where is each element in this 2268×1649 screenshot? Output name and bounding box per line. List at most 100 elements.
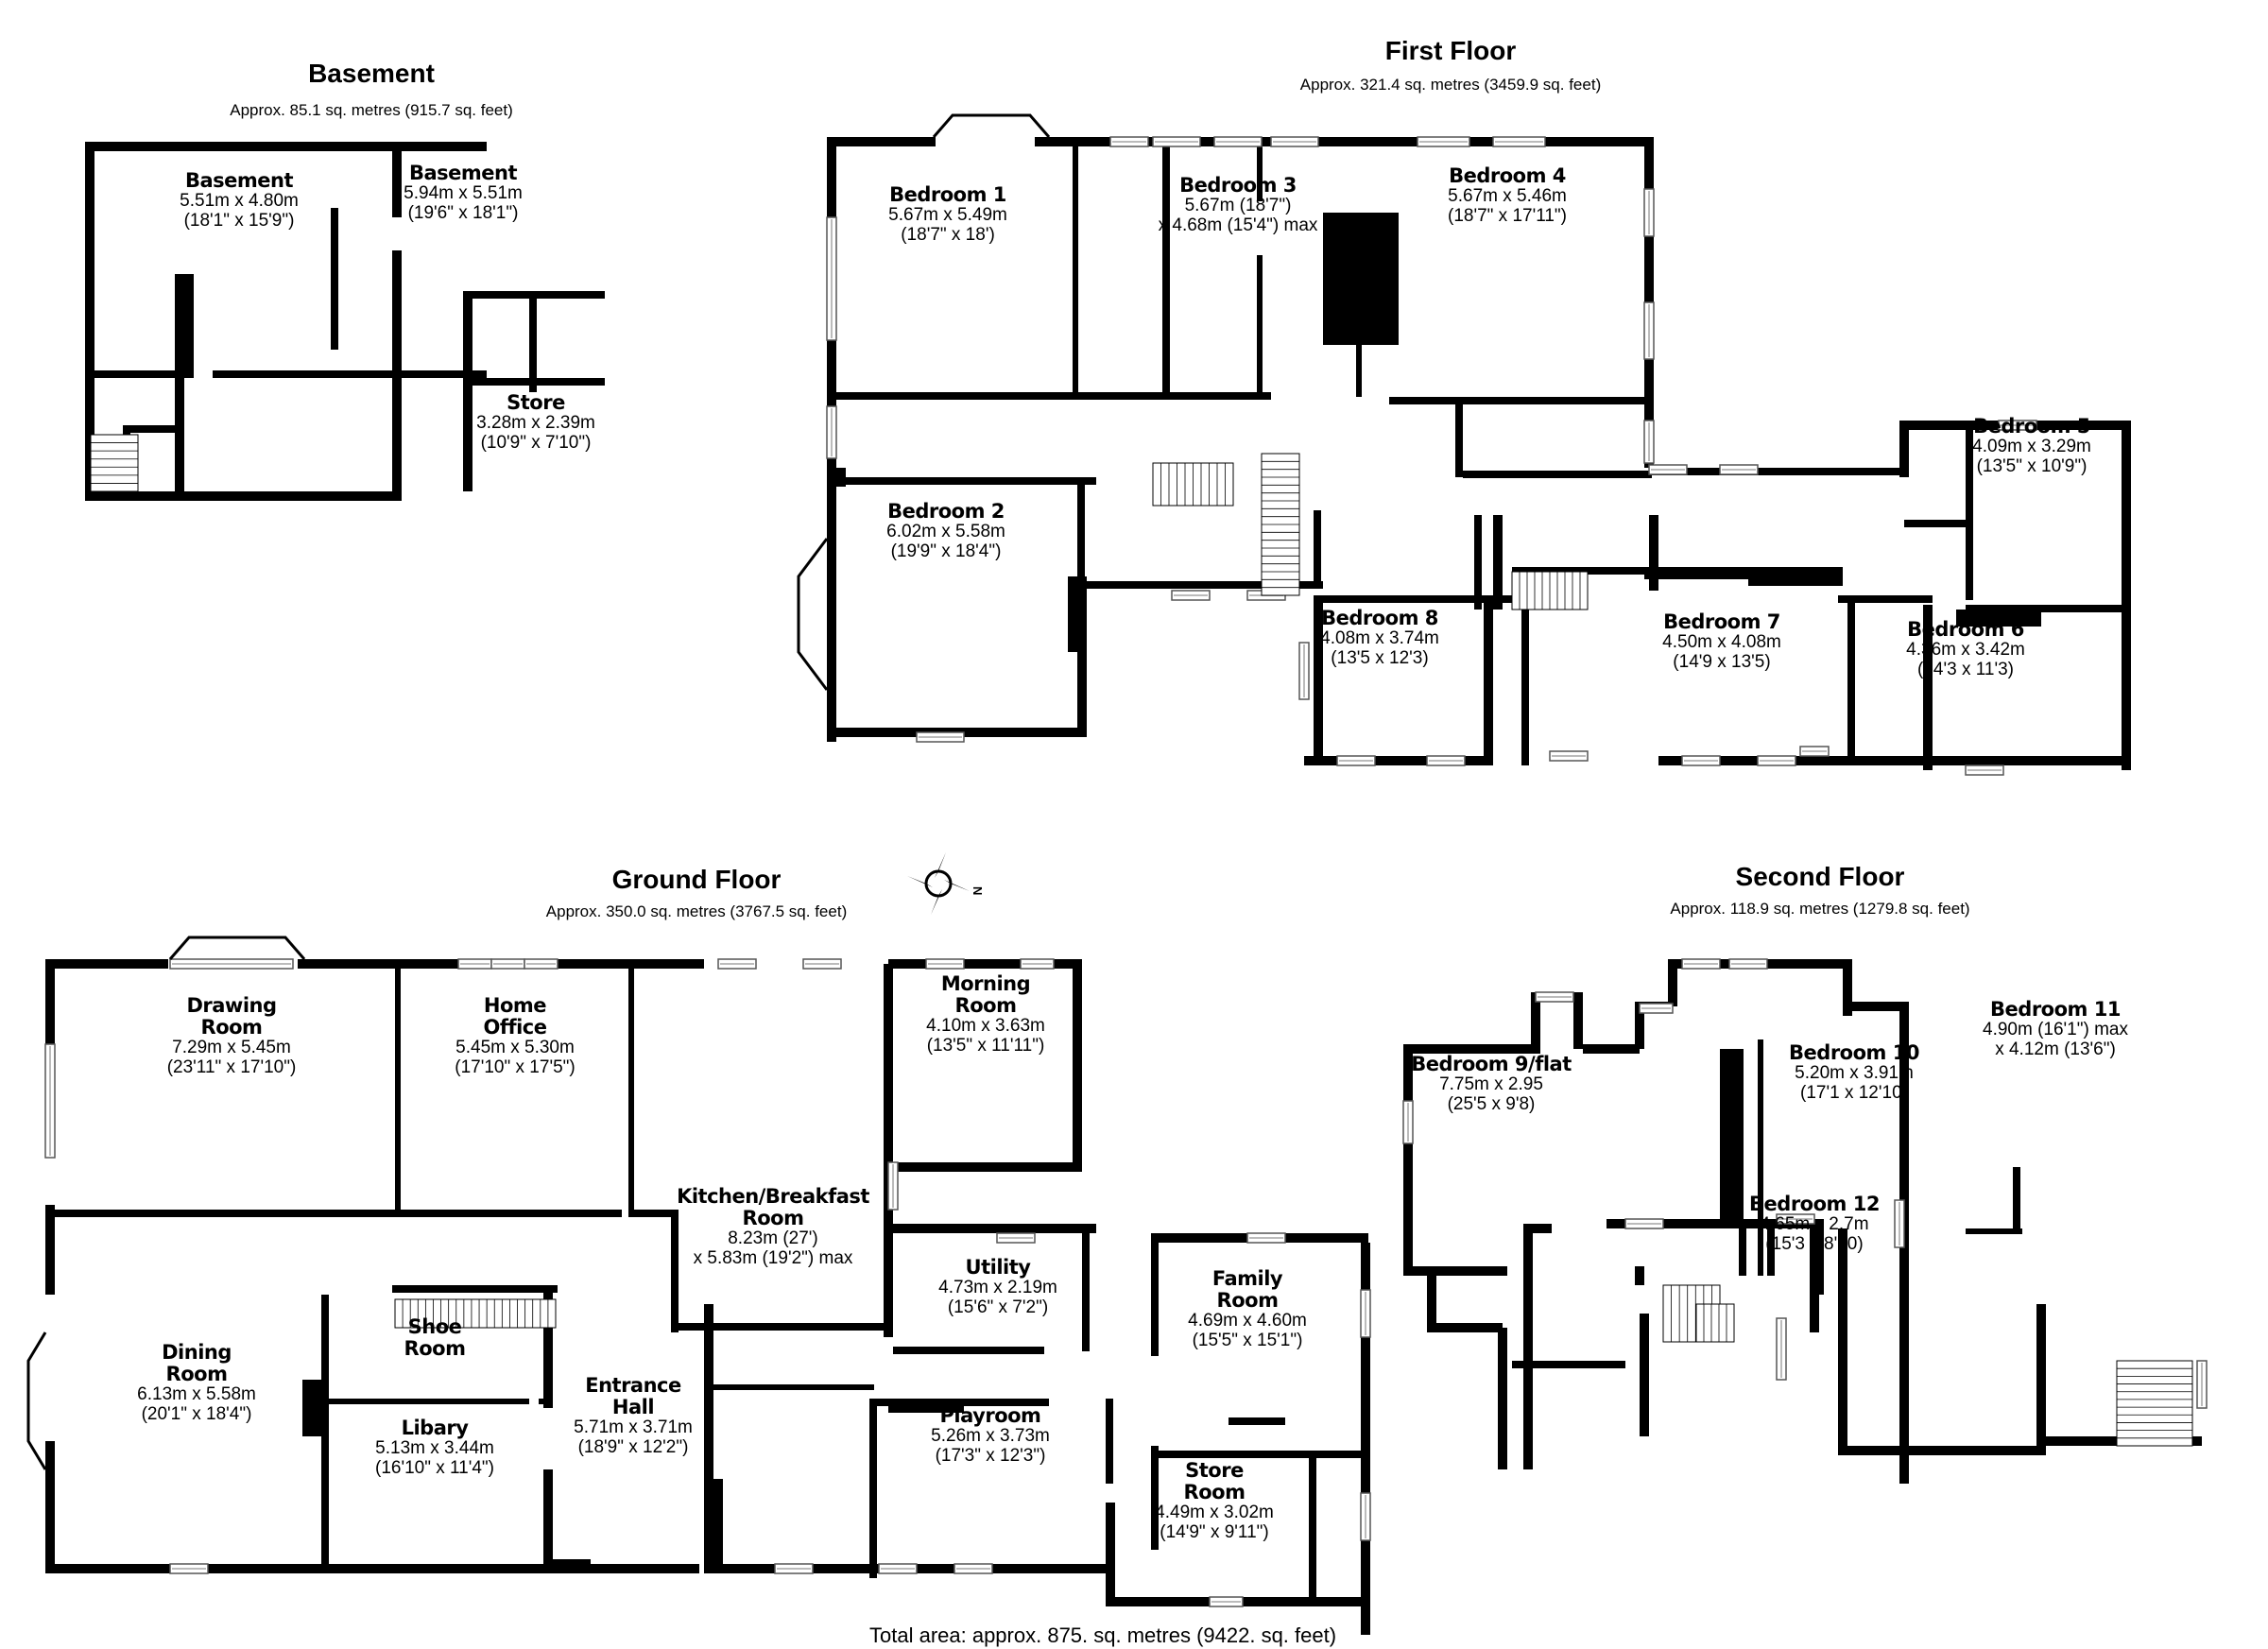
room-name: Bedroom 3 [1179,174,1297,197]
wall [1257,145,1263,201]
compass-rose-icon: N [907,852,985,915]
wall [1427,1323,1503,1332]
wall [1309,1455,1316,1597]
wall [1966,1228,2022,1234]
room-dimensions-metric: 4.10m x 3.63m [926,1016,1045,1037]
room-dimensions-imperial: (19'9" x 18'4") [890,541,1002,561]
floor-title-basement: Basement [308,59,435,88]
wall [1523,1228,1533,1469]
wall [1843,959,1852,1016]
wall [1644,572,1833,579]
window-glass [1651,469,1685,471]
room-dimensions-metric: 5.67m x 5.49m [888,205,1007,226]
wall [543,1285,553,1408]
room-dimensions-imperial: (14'9 x 13'5) [1673,651,1771,672]
wall [45,959,168,969]
window-glass [1429,760,1463,762]
room-dimensions-imperial: (17'1 x 12'10) [1800,1082,1908,1103]
room-dimensions-metric: 5.45m x 5.30m [455,1038,575,1058]
wall [85,491,402,501]
wall [1389,397,1649,404]
wall [836,477,1096,485]
room-dimensions-imperial: (18'7" x 18') [901,224,995,245]
room-name: Libary [401,1417,469,1439]
wall [1077,477,1085,581]
room-dimensions-imperial: (23'11" x 17'10") [166,1057,297,1078]
wall [1455,397,1463,477]
wall [543,1469,553,1573]
floor-title-ground: Ground Floor [611,865,782,894]
wall [45,1441,55,1573]
wall [1668,959,1677,1006]
room-name: Bedroom 8 [1321,607,1438,629]
wall [893,1347,1044,1354]
window-glass [1174,594,1208,596]
room-dimensions-metric: 4.49m x 3.02m [1155,1503,1274,1523]
wall [463,378,605,386]
wall [713,1384,874,1390]
wall [1403,1044,1540,1054]
room-name: Bedroom 2 [887,500,1005,523]
window-glass [881,1568,915,1570]
wall [1838,1271,1846,1384]
room-name: Room [404,1337,466,1361]
wall [1151,1446,1159,1550]
window-glass [831,219,833,338]
wall [1748,567,1843,586]
window-glass [2201,1363,2203,1406]
wall [45,1210,622,1217]
compass-north-label: N [971,886,985,895]
staircase-icon [1695,1303,1735,1343]
wall [1843,1002,1904,1011]
wall [1838,595,1933,603]
wall [1966,605,2126,612]
wall [836,392,1271,400]
floor-area-ground: Approx. 350.0 sq. metres (3767.5 sq. fee… [545,902,848,920]
window-glass [526,963,556,965]
wall [1739,1228,1746,1276]
window-glass [1216,141,1260,143]
wall [1658,756,2131,765]
window-glass [1407,1103,1409,1142]
room-dimensions-imperial: (17'3" x 12'3") [935,1445,1046,1466]
wall [1314,595,1540,603]
room-dimensions-imperial: (16'10" x 11'4") [374,1457,495,1478]
room-dimensions-imperial: (18'1" x 15'9") [183,210,295,231]
wall [884,1224,893,1337]
staircase-icon [2116,1360,2193,1447]
wall [331,208,338,350]
wall [2013,1167,2020,1228]
window-glass [1780,1320,1782,1378]
room-name: Room [200,1016,263,1039]
wall [395,969,401,1214]
window-glass [1684,760,1718,762]
wall [1847,595,1855,765]
room-name: Morning [940,972,1031,995]
room-dimensions-metric: 5.71m x 3.71m [574,1417,693,1438]
wall [2122,421,2131,770]
window-glass [1778,1218,1813,1220]
room-dimensions-imperial: (25'5 x 9'8) [1447,1093,1536,1114]
wall [893,1162,1082,1172]
room-dimensions-imperial: (15'5" x 15'1") [1192,1331,1303,1351]
wall [175,274,194,378]
staircase-icon [1261,453,1300,596]
wall [392,1285,558,1293]
room-name: Kitchen/Breakfast [677,1185,869,1208]
wall [679,1323,891,1331]
window-glass [1802,750,1827,752]
room-dimensions-metric: 6.13m x 5.58m [137,1384,256,1405]
room-name: Bedroom 10 [1789,1041,1919,1064]
wall [321,1399,529,1404]
room-dimensions-metric: 4.69m x 4.60m [1188,1311,1307,1331]
room-dimensions-imperial: (20'1" x 18'4") [141,1404,252,1425]
wall [85,370,189,378]
